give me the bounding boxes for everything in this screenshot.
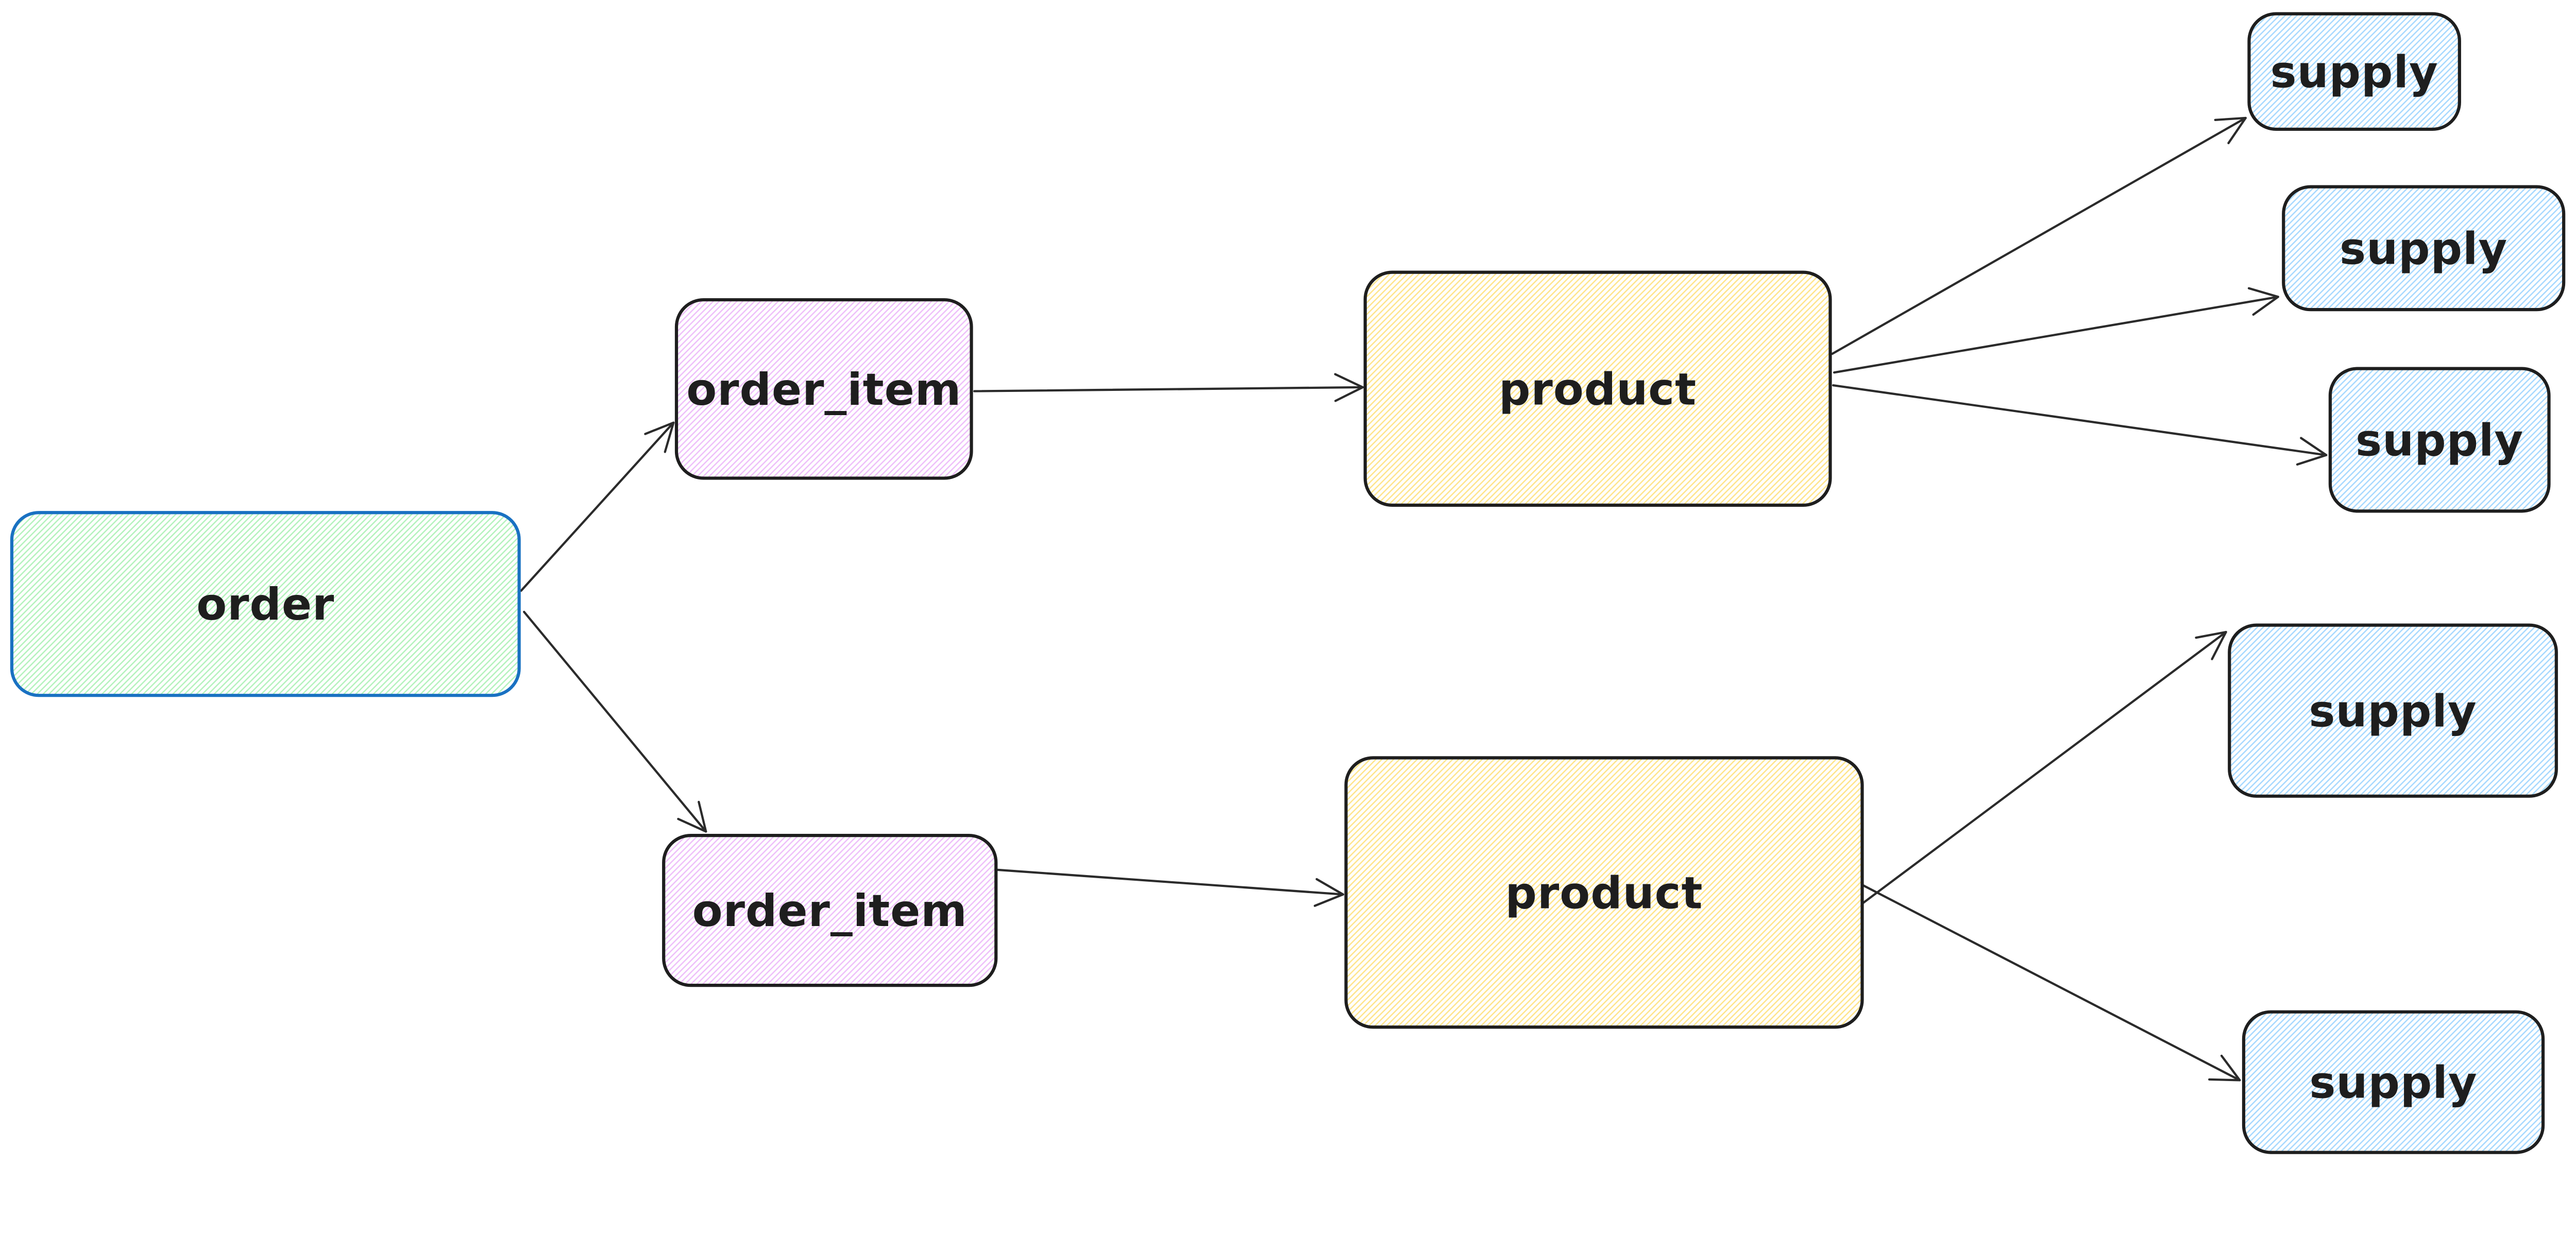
node-product_bottom[interactable]: product xyxy=(1344,756,1864,1029)
node-label: supply xyxy=(2309,1057,2477,1109)
node-supply_e-box xyxy=(2242,1010,2545,1154)
arrowhead-icon xyxy=(2195,630,2227,660)
arrowhead-icon xyxy=(1313,878,1345,907)
arrowhead-icon xyxy=(677,800,707,833)
node-order[interactable]: order xyxy=(10,511,521,697)
edge-line xyxy=(1831,116,2247,355)
node-supply_a-box xyxy=(2247,12,2461,131)
er-diagram: orderorder_itemorder_itemproductproducts… xyxy=(10,12,2566,1154)
node-product_top-box xyxy=(1363,270,1832,507)
node-order_item_top-box xyxy=(674,298,973,480)
arrowhead-icon xyxy=(2214,116,2247,145)
node-label: supply xyxy=(2340,223,2507,275)
arrowhead-icon xyxy=(2247,287,2279,316)
edge-line xyxy=(1833,296,2279,374)
node-supply_b[interactable]: supply xyxy=(2282,185,2566,312)
node-order_item_top[interactable]: order_item xyxy=(674,298,973,480)
node-label: order xyxy=(196,579,334,630)
edge-line xyxy=(973,386,1364,392)
edge-product_top-to-supply_c[interactable] xyxy=(1832,384,2328,466)
node-supply_c-box xyxy=(2328,367,2551,513)
node-supply_d-box xyxy=(2228,623,2558,798)
node-supply_b-box xyxy=(2282,185,2566,312)
node-label: product xyxy=(1505,867,1703,919)
edge-order_item_bottom-to-product_bottom[interactable] xyxy=(996,868,1345,907)
edge-line xyxy=(1860,883,2241,1082)
arrowhead-icon xyxy=(2296,437,2328,466)
node-label: supply xyxy=(2270,46,2438,98)
node-supply_d[interactable]: supply xyxy=(2228,623,2558,798)
node-product_bottom-box xyxy=(1344,756,1864,1029)
edge-order_item_top-to-product_top[interactable] xyxy=(973,373,1364,402)
edge-line xyxy=(1832,384,2328,456)
node-order_item_bottom[interactable]: order_item xyxy=(662,834,998,987)
edge-product_bottom-to-supply_d[interactable] xyxy=(1861,630,2227,904)
edge-product_top-to-supply_b[interactable] xyxy=(1833,287,2279,374)
node-supply_a[interactable]: supply xyxy=(2247,12,2461,131)
arrowhead-icon xyxy=(2208,1054,2241,1082)
node-label: supply xyxy=(2309,686,2477,737)
edge-line xyxy=(1861,630,2227,904)
edge-order-to-order_item_bottom[interactable] xyxy=(523,610,707,833)
node-order-box xyxy=(10,511,521,697)
node-label: order_item xyxy=(686,364,961,416)
arrowhead-icon xyxy=(1334,373,1364,402)
edge-product_top-to-supply_a[interactable] xyxy=(1831,116,2247,355)
node-supply_c[interactable]: supply xyxy=(2328,367,2551,513)
edge-line xyxy=(520,421,675,592)
node-label: supply xyxy=(2355,415,2523,467)
edge-line xyxy=(523,610,707,833)
node-supply_e[interactable]: supply xyxy=(2242,1010,2545,1154)
arrowhead-icon xyxy=(644,421,675,453)
edge-line xyxy=(996,868,1345,896)
node-product_top[interactable]: product xyxy=(1363,270,1832,507)
node-label: product xyxy=(1499,364,1697,415)
node-order_item_bottom-box xyxy=(662,834,998,987)
edge-order-to-order_item_top[interactable] xyxy=(520,421,675,592)
edge-product_bottom-to-supply_e[interactable] xyxy=(1860,883,2241,1082)
node-label: order_item xyxy=(692,885,968,937)
